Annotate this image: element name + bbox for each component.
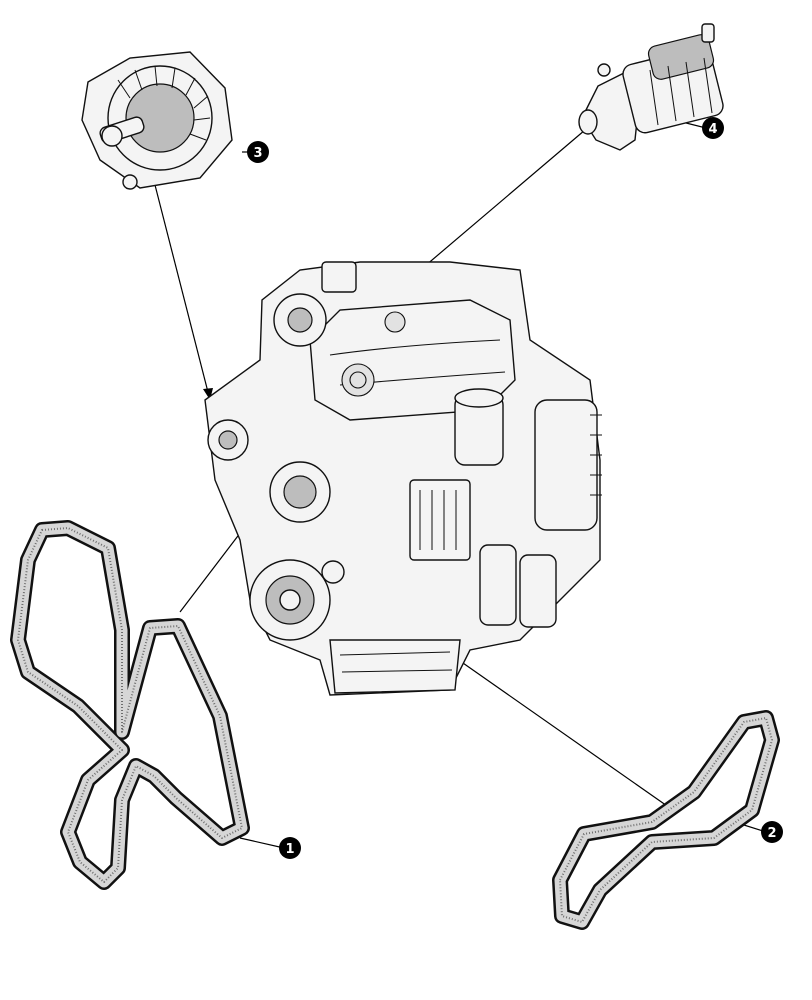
callout-badge-3: 3	[247, 141, 269, 163]
leader-alternator	[154, 184, 211, 401]
alternator-icon	[81, 51, 233, 190]
callout-badge-2: 2	[761, 821, 783, 843]
belt-icon-small	[552, 710, 780, 930]
callout-badge-1: 1	[279, 837, 301, 859]
callout-badge-4: 4	[702, 117, 724, 139]
starter-motor-icon	[578, 23, 724, 151]
engine-icon	[204, 261, 602, 696]
callout-line-1	[239, 837, 285, 849]
callout-label-1: 1	[285, 842, 294, 857]
belt-icon-large	[10, 520, 250, 890]
callout-label-4: 4	[708, 122, 717, 137]
callout-label-2: 2	[767, 826, 776, 841]
callout-label-3: 3	[253, 146, 262, 161]
